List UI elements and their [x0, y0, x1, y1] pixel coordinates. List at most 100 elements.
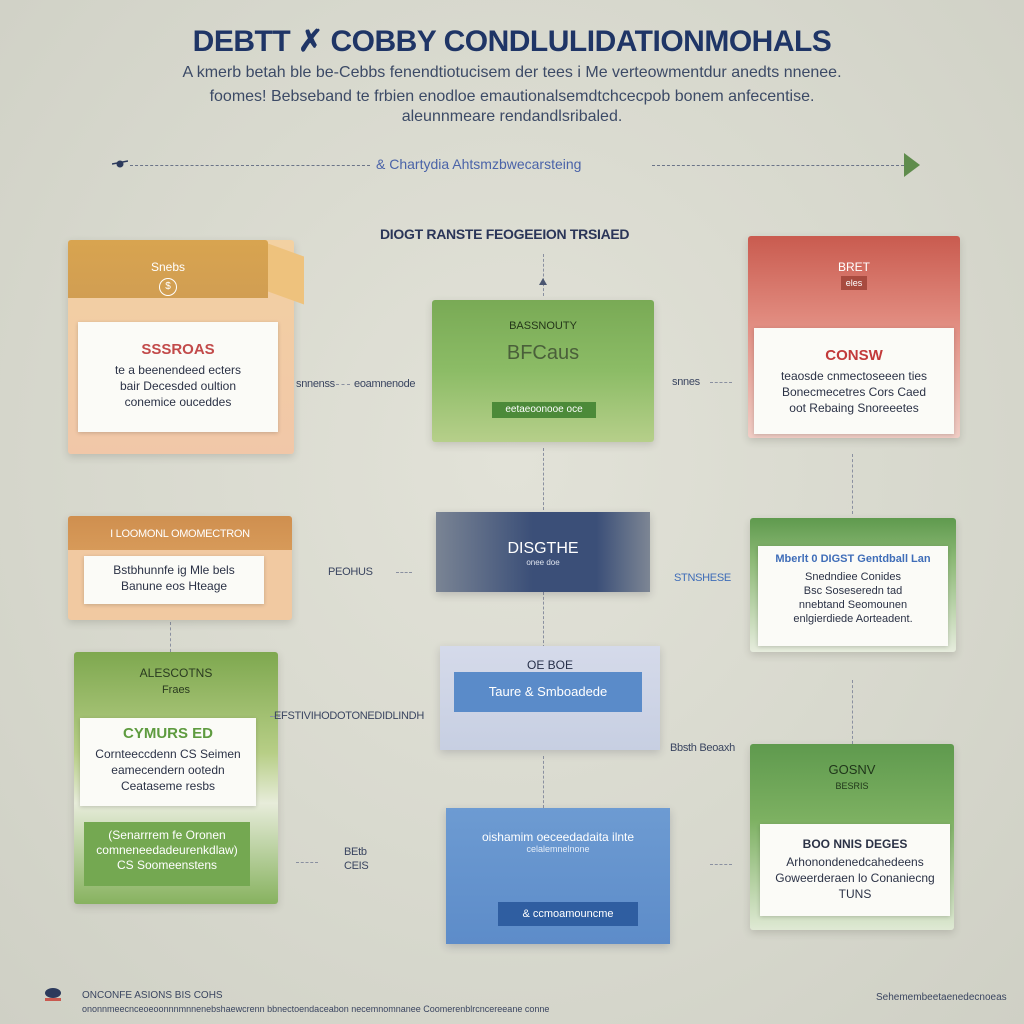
page-title: DEBTT ✗ COBBY CONDLULIDATIONMOHALS: [192, 25, 832, 58]
connector-v-right-2: [852, 680, 853, 744]
flow-line-left: [130, 165, 370, 167]
left-card-1[interactable]: Snebs $ SSSROAS te a beenendeed ecters b…: [68, 240, 304, 454]
right-card-1-tab-label: BRET: [837, 260, 870, 274]
arrow-up-icon: [539, 278, 547, 285]
left-card-1-line-3: conemice ouceddes: [124, 395, 232, 409]
connector-v-4: [543, 756, 544, 808]
right-card-3-subtab: BESRIS: [835, 781, 869, 791]
right-card-2-line-3: nnebtand Seomounen: [798, 599, 908, 611]
right-card-1-paper: CONSW teaosde cnmectoseeen ties Bonecmec…: [754, 328, 954, 434]
bottom-left-label-2: CEIS: [344, 860, 369, 872]
connector-h-left-2: [396, 572, 412, 573]
left-card-3-bottom-3: CS Soomeenstens: [116, 858, 218, 872]
flow-label: & Chartydia Ahtsmzbwecarsteing: [376, 156, 582, 172]
center-card-4-line-2: celalemnelnone: [526, 844, 590, 854]
center-card-1-title: BFCaus: [506, 342, 580, 364]
connector-v-3: [543, 592, 544, 648]
left-card-3-line-1: Cornteeccdenn CS Seimen: [95, 747, 241, 761]
center-card-3[interactable]: OE BOE Taure & Smboadede: [440, 646, 660, 750]
connector-v-right-1: [852, 454, 853, 514]
right-card-2-heading: Mberlt 0 DIGST Gentdball Lan: [775, 553, 931, 565]
center-card-3-title: Taure & Smboadede: [454, 672, 642, 712]
center-card-4-tag: & ccmoamouncme: [498, 902, 638, 926]
left-card-1-flap: [268, 243, 304, 305]
left-card-3-footer: (Senarrrem fe Oronen comneneedadeurenkdl…: [84, 822, 250, 886]
left-card-3-heading: CYMURS ED: [122, 725, 213, 742]
right-card-1-badge: eles: [841, 276, 867, 290]
footer-left-top: ONCONFE ASIONS BIS COHS: [82, 990, 223, 1001]
right-card-2-side-label: STNSHESE: [674, 572, 731, 584]
left-card-3-bottom-2: comneneedadeurenkdlaw): [96, 843, 238, 857]
flow-line-right: [652, 165, 904, 167]
connector-v-left-1: [170, 622, 171, 652]
footer-right: Sehemembeetaenedecnoeas: [876, 992, 1007, 1003]
center-card-2-title: DISGTHE: [507, 540, 579, 557]
left-card-3-line-3: Ceataseme resbs: [120, 779, 216, 793]
center-card-1-side-left: eoamnenode: [354, 378, 416, 390]
right-card-3-line-2: Goweerderaen lo Conaniecng: [775, 871, 935, 885]
center-card-1-tag: eetaeoonooe oce: [492, 402, 596, 418]
left-card-3-tab-label: ALESCOTNS: [139, 666, 213, 680]
left-card-1-tab: Snebs $: [68, 240, 268, 298]
left-card-3-line-2: eamecendern ootedn: [111, 763, 225, 777]
footer-left-bottom: ononnmeecnceoeoonnnmnnenebshaewcrenn bbn…: [82, 1004, 550, 1014]
center-card-2-sub: onee doe: [526, 558, 560, 567]
left-card-1-line-2: bair Decesded oultion: [119, 379, 237, 393]
connector-v-1: [543, 254, 544, 296]
left-card-2[interactable]: I LOOMONL OMOMECTRON Bstbhunnfe ig Mle b…: [68, 516, 292, 620]
left-card-1-line-1: te a beenendeed ecters: [114, 363, 242, 377]
right-card-1[interactable]: BRET eles CONSW teaosde cnmectoseeen tie…: [748, 236, 960, 438]
subtitle-line-2: foomes! Bebseband te frbien enodloe emau…: [209, 88, 815, 105]
left-card-1-side-label: snnenss: [296, 378, 335, 390]
left-card-2-tab-label: I LOOMONL OMOMECTRON: [110, 528, 250, 540]
bottom-left-label-1: BEtb: [344, 846, 367, 858]
connector-h-left-3: [270, 716, 280, 717]
coin-icon: $: [159, 278, 177, 296]
center-card-3-top: OE BOE: [526, 658, 573, 672]
center-card-3-side-left: EFSTIVIHODOTONEDIDLINDH: [274, 710, 424, 722]
left-card-1-paper: SSSROAS te a beenendeed ecters bair Dece…: [78, 322, 278, 432]
right-card-2-paper: Mberlt 0 DIGST Gentdball Lan Snedndiee C…: [758, 546, 948, 646]
right-card-3-paper: BOO NNIS DEGES Arhonondenedcahedeens Gow…: [760, 824, 950, 916]
flow-arrow-icon: [904, 153, 920, 177]
right-card-2-line-1: Snedndiee Conides: [804, 571, 902, 583]
center-card-3-side-right: Bbsth Beoaxh: [670, 742, 735, 754]
connector-h-bottom-right: [710, 864, 732, 865]
center-card-1-side-right: snnes: [672, 376, 700, 388]
connector-h-center-1: [710, 382, 732, 383]
connector-h-left-1: [336, 384, 350, 385]
left-card-3-subtab: Fraes: [161, 684, 191, 696]
left-card-2-line-1: Bstbhunnfe ig Mle bels: [113, 563, 235, 577]
right-card-3-tab-label: GOSNV: [828, 762, 876, 777]
subtitle-line-1: A kmerb betah ble be-Cebbs fenendtiotuci…: [182, 64, 842, 81]
left-card-2-side-label: PEOHUS: [328, 566, 373, 578]
left-card-3-paper: CYMURS ED Cornteeccdenn CS Seimen eamece…: [80, 718, 256, 806]
left-card-3-bottom-1: (Senarrrem fe Oronen: [108, 828, 226, 842]
right-card-1-heading: CONSW: [825, 347, 883, 364]
left-card-2-line-2: Banune eos Hteage: [120, 579, 228, 593]
left-card-3[interactable]: ALESCOTNS Fraes CYMURS ED Cornteeccdenn …: [74, 652, 278, 904]
center-card-2[interactable]: DISGTHE onee doe: [436, 512, 650, 592]
subtitle-line-3: aleunnmeare rendandlsribaled.: [401, 108, 623, 125]
right-card-2-line-2: Bsc Soseseredn tad: [803, 585, 903, 597]
right-card-1-line-2: Bonecmecetres Cors Caed: [781, 385, 927, 399]
center-card-1-top: BASSNOUTY: [509, 320, 577, 332]
right-card-1-line-3: oot Rebaing Snoreeetes: [789, 401, 919, 415]
right-card-1-line-1: teaosde cnmectoseeen ties: [780, 369, 928, 383]
right-card-2-line-4: enlgierdiede Aorteadent.: [793, 613, 913, 625]
diagram-heading: DIOGT RANSTE FEOGEEION TRSIAED: [380, 226, 630, 242]
footer-logo-icon: [42, 986, 64, 1004]
left-card-2-tab: I LOOMONL OMOMECTRON: [68, 516, 292, 550]
center-card-4[interactable]: oishamim oeceedadaita ilnte celalemnelno…: [446, 808, 670, 944]
right-card-3-line-1: Arhonondenedcahedeens: [786, 855, 924, 869]
left-card-2-paper: Bstbhunnfe ig Mle bels Banune eos Hteage: [84, 556, 264, 604]
right-card-3-heading: BOO NNIS DEGES: [802, 837, 908, 851]
flow-start-icon: [111, 156, 129, 172]
right-card-3[interactable]: GOSNV BESRIS BOO NNIS DEGES Arhonondened…: [750, 744, 954, 930]
center-card-1[interactable]: BASSNOUTY BFCaus eetaeoonooe oce: [432, 300, 654, 442]
connector-v-2: [543, 448, 544, 510]
left-card-1-tab-label: Snebs: [150, 260, 186, 274]
right-card-2[interactable]: Mberlt 0 DIGST Gentdball Lan Snedndiee C…: [750, 518, 956, 652]
connector-h-bottom-left: [296, 862, 318, 863]
right-card-3-line-3: TUNS: [838, 887, 872, 901]
